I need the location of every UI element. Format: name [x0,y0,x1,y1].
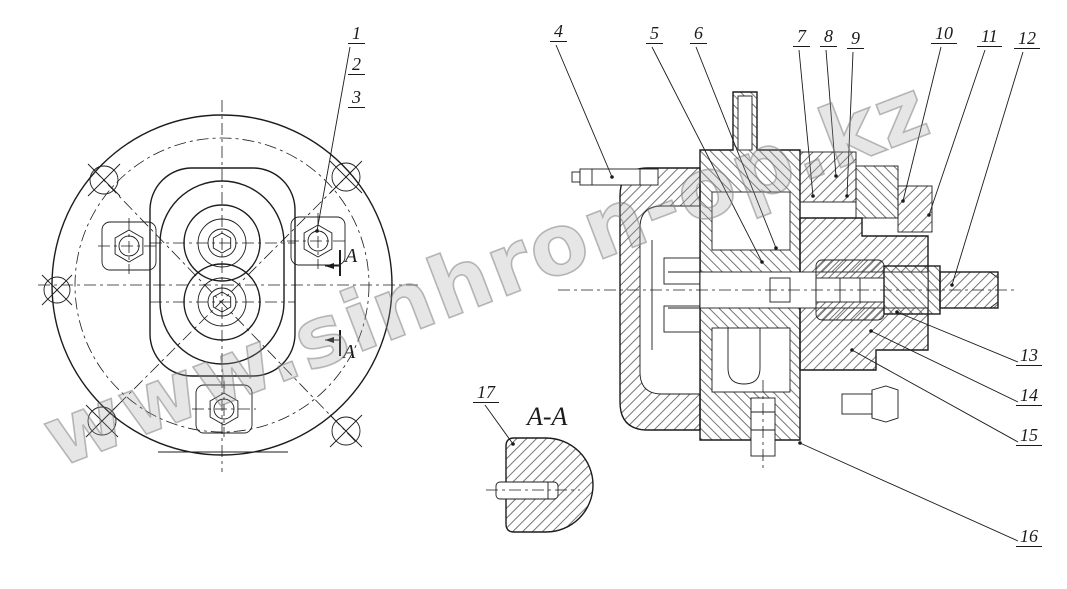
callout-5: 5 [646,24,663,44]
bolt-hole [41,274,73,306]
cut-letter-bottom: A [341,341,356,363]
leader-5 [651,46,764,264]
leader-11 [927,49,986,217]
leader-12 [950,51,1024,287]
leader-1 [315,46,351,233]
leader-4 [555,44,614,179]
detail-pin [495,481,559,500]
section-view [558,91,1018,470]
hex-nut-bottom [192,381,256,437]
callout-16: 16 [1016,527,1042,547]
detail-view-aa: A-A [486,402,594,533]
top-stud [737,95,753,151]
leader-13 [895,310,1019,363]
bolt-hole [329,414,363,448]
callout-6: 6 [690,24,707,44]
bell-cavity [639,205,701,395]
cut-letter-top: A [343,245,358,267]
front-view: A A [38,100,418,472]
callout-13: 13 [1016,346,1042,366]
inlet-pin [571,168,659,186]
leader-14 [869,329,1019,403]
callout-7: 7 [793,27,810,47]
pocket-bottom [711,327,791,393]
front-view-centerlines [38,100,418,472]
leader-15 [850,348,1019,443]
callout-17: 17 [473,383,499,403]
bolt-hole [87,163,121,197]
callout-9: 9 [847,29,864,49]
callout-1: 1 [348,24,365,44]
callout-15: 15 [1016,426,1042,446]
bolt-hole [85,404,119,438]
hex-nut-left [98,218,160,274]
detail-section-title: A-A [525,402,568,431]
gear-chamber [159,180,285,365]
callout-11: 11 [977,27,1002,47]
leader-6 [695,46,778,250]
callout-14: 14 [1016,386,1042,406]
callout-12: 12 [1014,29,1040,49]
leader-17 [484,404,515,446]
leader-9 [845,51,854,198]
bolt-hole [329,160,363,194]
callout-2: 2 [348,55,365,75]
bottom-bolt [841,385,899,423]
leader-lines [315,44,1024,542]
callout-4: 4 [550,22,567,42]
leader-7 [798,49,815,198]
leader-8 [825,49,838,178]
gear-bottom [183,263,261,341]
gear-top [183,204,261,282]
callout-8: 8 [820,27,837,47]
callout-10: 10 [931,24,957,44]
leader-10 [901,46,942,203]
cut-plane-marks: A A [325,245,358,363]
cover-plate [149,167,296,377]
leader-16 [798,441,1019,542]
callout-3: 3 [348,88,365,108]
bolt-holes [41,160,363,448]
